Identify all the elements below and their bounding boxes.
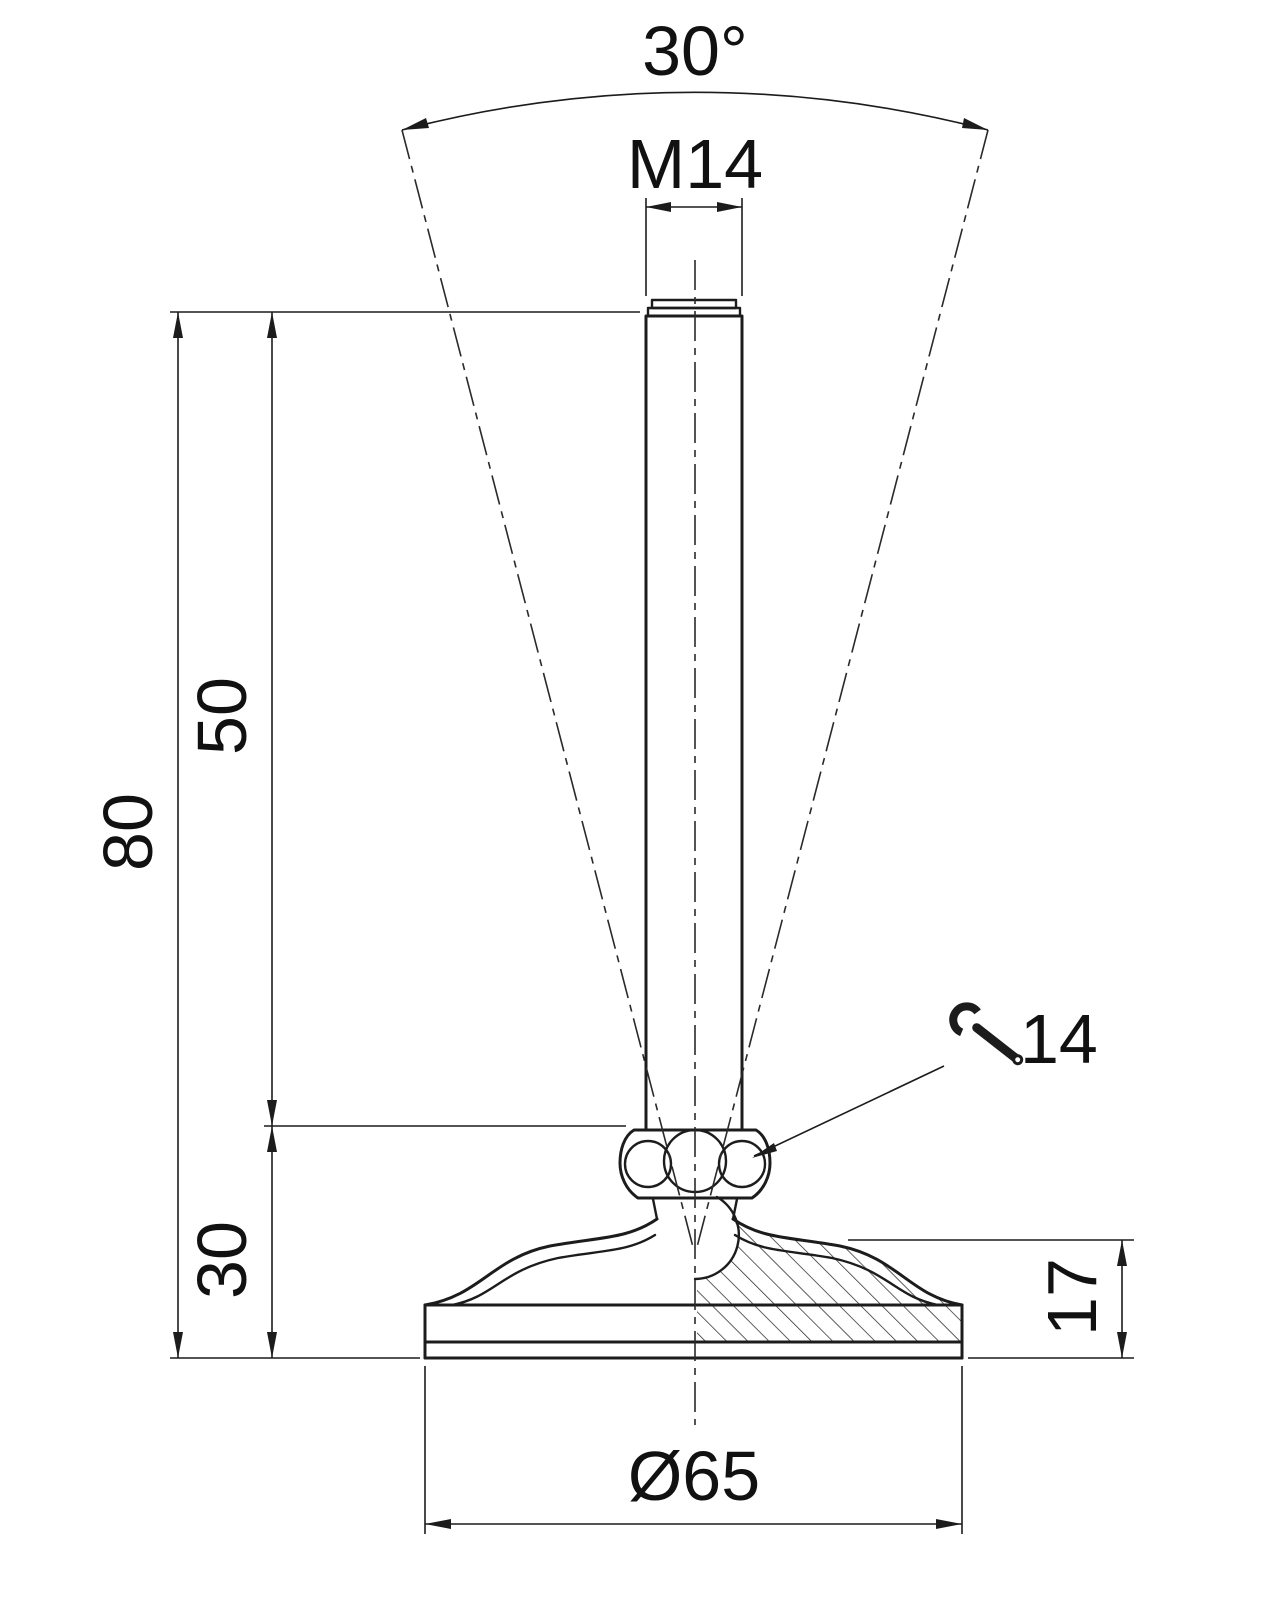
dim-base-diameter: Ø65 bbox=[424, 1366, 963, 1534]
neck-left bbox=[651, 1197, 659, 1221]
dim-arrow bbox=[646, 202, 671, 212]
dim-arrow bbox=[267, 1332, 277, 1358]
dim-rod-length: 50 bbox=[183, 312, 626, 1127]
threaded-rod bbox=[644, 298, 744, 1132]
base-disc bbox=[423, 1195, 964, 1360]
dome-right-inner-edge bbox=[733, 1233, 940, 1307]
swivel-arc-arrow-right bbox=[962, 118, 988, 130]
nut-left-round bbox=[623, 1139, 673, 1189]
base-height-label: 17 bbox=[1033, 1258, 1111, 1336]
wrench-callout: 14 bbox=[752, 1000, 1098, 1158]
dim-arrow bbox=[1117, 1332, 1127, 1358]
swivel-cone-left-line bbox=[401, 129, 694, 1248]
dim-arrow bbox=[267, 1126, 277, 1152]
dim-lower-section: 30 bbox=[183, 1126, 277, 1358]
wrench-handle-hole bbox=[1012, 1054, 1024, 1066]
nut-right-round bbox=[717, 1139, 767, 1189]
swivel-angle-label: 30° bbox=[642, 12, 748, 90]
dim-arrow bbox=[717, 202, 742, 212]
dim-arrow bbox=[267, 1100, 277, 1126]
dim-arrow bbox=[936, 1519, 962, 1529]
dim-base-height: 17 bbox=[848, 1239, 1134, 1359]
leader-arrow bbox=[752, 1143, 777, 1158]
thread-size-label: M14 bbox=[627, 125, 763, 203]
swivel-arc-arrow-left bbox=[402, 118, 429, 130]
dome-left-inner-edge bbox=[450, 1233, 657, 1307]
dim-arrow bbox=[267, 312, 277, 338]
lock-nut bbox=[618, 1128, 772, 1221]
swivel-cone-right-line bbox=[696, 129, 989, 1248]
wrench-jaw bbox=[949, 1002, 981, 1037]
dome-left-profile bbox=[423, 1217, 659, 1307]
dome-right-profile bbox=[731, 1217, 964, 1307]
base-diameter-label: Ø65 bbox=[628, 1437, 760, 1515]
lower-section-label: 30 bbox=[183, 1221, 261, 1299]
wrench-icon bbox=[949, 1002, 1024, 1066]
center-lines bbox=[401, 129, 989, 1425]
leader-line bbox=[753, 1065, 945, 1157]
swivel-arc bbox=[401, 91, 989, 131]
ball-socket-arc bbox=[693, 1195, 740, 1281]
overall-height-label: 80 bbox=[89, 793, 167, 871]
wrench-handle bbox=[972, 1023, 1023, 1065]
rod-body bbox=[644, 314, 744, 1132]
dim-arrow bbox=[425, 1519, 451, 1529]
dim-arrow bbox=[173, 1332, 183, 1358]
dim-swivel-angle: 30° bbox=[401, 12, 989, 131]
dim-overall-height: 80 bbox=[89, 311, 640, 1359]
dim-thread: M14 bbox=[627, 125, 763, 296]
rod-length-label: 50 bbox=[183, 677, 261, 755]
dim-arrow bbox=[1117, 1240, 1127, 1266]
dim-arrow bbox=[173, 312, 183, 338]
wrench-size-label: 14 bbox=[1020, 1000, 1098, 1078]
section-hatch bbox=[697, 1218, 962, 1342]
